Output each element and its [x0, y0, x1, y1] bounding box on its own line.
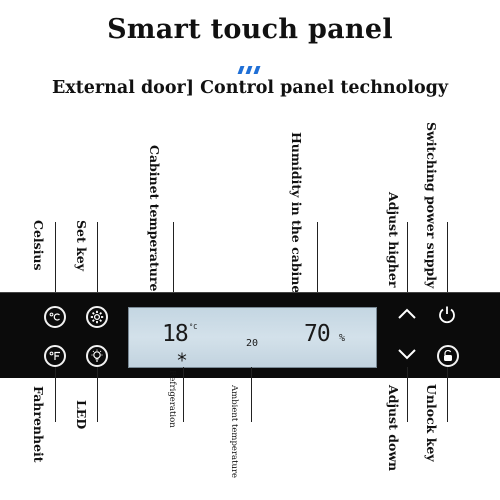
- set-button[interactable]: [86, 306, 108, 328]
- fahrenheit-icon: [49, 351, 60, 360]
- leader-line-led: [97, 367, 98, 422]
- adjust-down-button[interactable]: [395, 343, 419, 365]
- cabinet-temperature-unit: °C: [189, 323, 198, 331]
- label-adjust-down: Adjust down: [386, 385, 401, 472]
- leader-line-unlock-key: [447, 367, 448, 422]
- unlock-button[interactable]: [437, 345, 459, 367]
- snowflake-icon: [177, 352, 187, 362]
- label-adjust-higher: Adjust higher: [386, 192, 401, 288]
- label-led: LED: [74, 400, 89, 430]
- celsius-icon: [49, 312, 60, 321]
- chevron-up-icon: [398, 308, 416, 319]
- leader-line-set-key: [97, 222, 98, 307]
- chevron-down-icon: [398, 349, 416, 360]
- leader-line-cabinet-temperature: [173, 222, 174, 307]
- leader-line-adjust-higher: [407, 222, 408, 300]
- unlock-icon: [444, 350, 452, 361]
- label-cabinet-temperature: Cabinet temperature: [147, 145, 162, 292]
- label-refrigeration: Refrigeration: [167, 370, 177, 428]
- leader-line-ambient-temperature: [251, 367, 252, 422]
- adjust-up-button[interactable]: [395, 303, 419, 325]
- leader-line-celsius: [55, 222, 56, 307]
- leader-line-adjust-down: [407, 367, 408, 422]
- celsius-button[interactable]: [44, 306, 66, 328]
- leader-line-refrigeration: [183, 367, 184, 422]
- label-fahrenheit: Fahrenheit: [31, 386, 46, 463]
- bulb-icon: [91, 349, 103, 362]
- ambient-temperature-value: 20: [246, 338, 259, 349]
- page-subtitle: External door] Control panel technology: [51, 78, 449, 98]
- label-set-key: Set key: [74, 220, 89, 271]
- led-button[interactable]: [86, 345, 108, 367]
- leader-line-fahrenheit: [55, 367, 56, 422]
- power-icon: [439, 306, 455, 324]
- power-button[interactable]: [436, 304, 458, 326]
- leader-line-humidity: [317, 222, 318, 322]
- fahrenheit-button[interactable]: [44, 345, 66, 367]
- label-unlock-key: Unlock key: [424, 384, 439, 462]
- gear-icon: [90, 310, 104, 324]
- page-title: Smart touch panel: [107, 14, 393, 45]
- humidity-unit: %: [339, 333, 346, 344]
- label-ambient-temperature: Ambient temperature: [229, 385, 239, 479]
- accent-marks: [237, 66, 263, 74]
- label-switching-power: Switching power supply: [424, 122, 439, 289]
- humidity-value: 70: [304, 321, 331, 347]
- lcd-display: 18 °C 20 70 %: [128, 307, 377, 368]
- label-humidity: Humidity in the cabinet: [289, 132, 304, 300]
- label-celsius: Celsius: [31, 220, 46, 271]
- panel-edge: [0, 292, 500, 293]
- leader-line-switching-power: [447, 222, 448, 304]
- cabinet-temperature-value: 18: [162, 321, 189, 347]
